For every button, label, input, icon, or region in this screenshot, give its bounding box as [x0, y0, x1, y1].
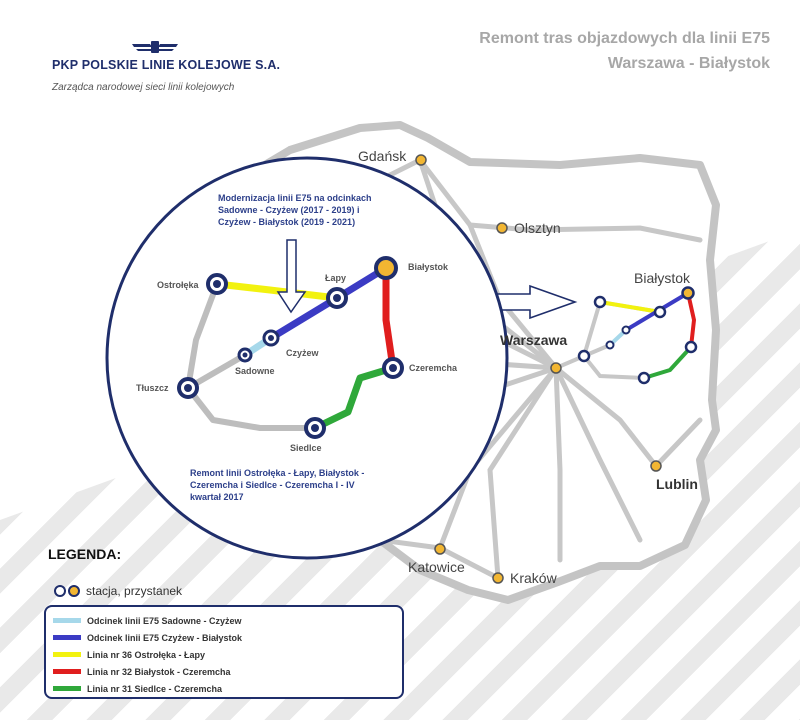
legend-item-label: Linia nr 36 Ostrołęka - Łapy — [87, 649, 206, 660]
zoom-line-36 — [213, 280, 341, 302]
marker-gdansk — [415, 154, 427, 166]
city-label-olsztyn: Olsztyn — [514, 220, 561, 236]
marker-krakow — [492, 572, 504, 584]
zoom-label-czyzew: Czyżew — [286, 348, 319, 358]
zoom-circle — [105, 156, 509, 560]
legend-item-label: Odcinek linii E75 Sadowne - Czyżew — [87, 615, 242, 626]
city-label-lublin: Lublin — [656, 476, 698, 492]
legend-item-label: Linia nr 31 Siedlce - Czeremcha — [87, 683, 223, 694]
zoom-label-bialystok: Białystok — [408, 262, 449, 272]
legend-swatch — [53, 686, 81, 691]
legend-item: Linia nr 31 Siedlce - Czeremcha — [46, 680, 402, 697]
zoom-note-modernization: Modernizacja linii E75 na odcinkach Sado… — [218, 193, 372, 227]
station-gold-icon — [68, 585, 80, 597]
legend-title: LEGENDA: — [48, 546, 122, 562]
legend-swatch — [53, 635, 81, 640]
plk-wings-icon — [132, 41, 178, 53]
legend-item: Odcinek linii E75 Czyżew - Białystok — [46, 629, 402, 646]
zoom-label-siedlce: Siedlce — [290, 443, 322, 453]
legend-station-label: stacja, przystanek — [86, 584, 183, 598]
logo-text: PKP POLSKIE LINIE KOLEJOWE S.A. — [52, 58, 281, 72]
marker-lublin — [650, 460, 662, 472]
down-arrow — [276, 239, 307, 314]
station-icon — [54, 585, 66, 597]
mini-line-31 — [642, 345, 693, 380]
legend-item-label: Linia nr 32 Białystok - Czeremcha — [87, 666, 231, 677]
zoom-label-czeremcha: Czeremcha — [409, 363, 458, 373]
zoom-label-lapy: Łapy — [325, 273, 347, 283]
zoom-label-sadowne: Sadowne — [235, 366, 275, 376]
city-label-krakow: Kraków — [510, 570, 557, 586]
zoom-label-tluszcz: Tłuszcz — [136, 383, 169, 393]
zoom-stations — [177, 256, 404, 439]
map-title-line2: Warszawa - Białystok — [607, 55, 770, 72]
city-label-katowice: Katowice — [408, 559, 465, 575]
logo-subtitle: Zarządca narodowej sieci linii kolejowyc… — [52, 82, 235, 93]
legend-swatch — [53, 669, 81, 674]
marker-katowice — [434, 543, 446, 555]
mini-stations — [577, 286, 698, 385]
city-label-bialystok: Białystok — [634, 270, 691, 286]
station-bialystok-zoom — [374, 256, 398, 280]
map-title-line1: Remont tras objazdowych dla linii E75 — [479, 30, 770, 47]
legend-item-label: Odcinek linii E75 Czyżew - Białystok — [87, 632, 243, 643]
legend-swatch — [53, 618, 81, 623]
city-label-gdansk: Gdańsk — [358, 148, 407, 164]
zoom-line-32 — [382, 264, 397, 372]
legend-item: Linia nr 32 Białystok - Czeremcha — [46, 663, 402, 680]
legend-swatch — [53, 652, 81, 657]
city-label-warszawa: Warszawa — [500, 332, 568, 348]
mini-line-36 — [598, 300, 662, 314]
marker-warszawa — [550, 362, 562, 374]
zoom-note-repair: Remont linii Ostrołęka - Łapy, Białystok… — [190, 468, 365, 502]
city-markers — [415, 154, 662, 584]
legend-item: Linia nr 36 Ostrołęka - Łapy — [46, 646, 402, 663]
mini-line-32 — [686, 291, 697, 349]
legend-station-entry: stacja, przystanek — [54, 584, 182, 598]
zoom-label-ostroleka: Ostrołęka — [157, 280, 199, 290]
zoom-line-31 — [311, 364, 397, 432]
marker-olsztyn — [496, 222, 508, 234]
legend-item: Odcinek linii E75 Sadowne - Czyżew — [46, 612, 402, 629]
